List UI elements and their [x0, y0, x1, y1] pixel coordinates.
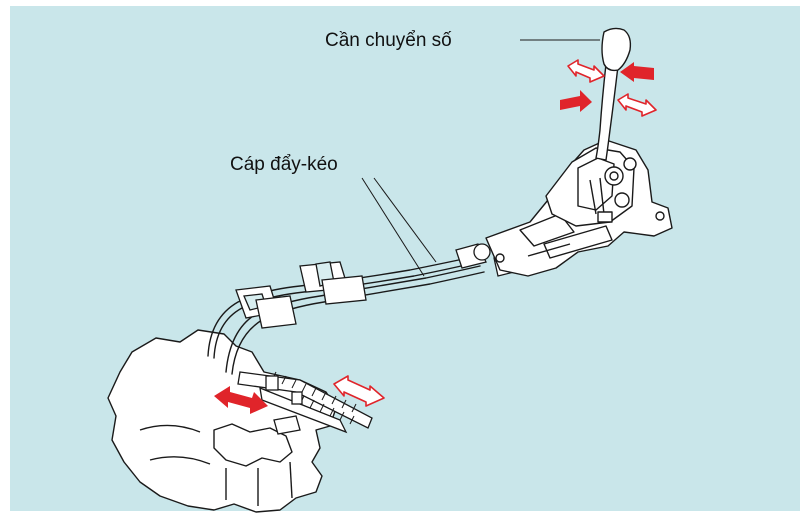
push-pull-cable-label: Cáp đẩy-kéo [230, 154, 338, 175]
shift-lever-label: Cần chuyển số [325, 30, 452, 51]
